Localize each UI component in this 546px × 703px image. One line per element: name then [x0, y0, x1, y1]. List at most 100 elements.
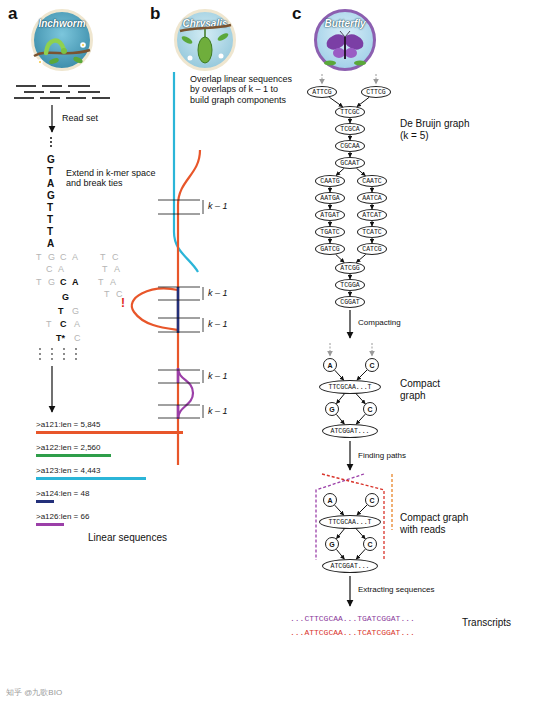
graph-arrow — [356, 394, 365, 404]
graph-arrow — [330, 221, 331, 226]
step-arrow — [349, 441, 350, 470]
kmer-node: GCAAT — [335, 157, 365, 169]
node-text: CAATG — [320, 178, 340, 185]
read — [66, 97, 86, 99]
graph-arrow — [356, 254, 365, 262]
panel-letter: c — [292, 4, 301, 24]
base-letter: A — [74, 319, 80, 329]
ellipsis-dot — [75, 348, 77, 350]
base-letter: T — [47, 166, 53, 178]
compact-node: A — [323, 358, 337, 372]
caption-label: Transcripts — [462, 617, 511, 629]
ellipsis-dot — [63, 353, 65, 355]
base-letter: G — [48, 252, 55, 262]
graph-arrow — [357, 370, 367, 380]
sequence-line — [178, 150, 200, 465]
node-text: ATCGGAT... — [330, 563, 369, 570]
node-text: TTCGCAA...T — [329, 384, 372, 391]
step-arrow — [51, 105, 52, 132]
graph-arrow — [336, 255, 344, 263]
read — [50, 91, 70, 93]
sequence-bar — [36, 477, 146, 480]
graph-arrow — [336, 414, 344, 424]
kmer-node: CATCG — [357, 243, 387, 255]
read — [24, 91, 44, 93]
compact-node: C — [363, 402, 377, 416]
node-text: CGGAT — [340, 299, 360, 306]
step-label: De Bruijn graph (k = 5) — [400, 118, 472, 141]
read — [78, 91, 100, 93]
panel-letter: b — [150, 4, 160, 24]
sequence-id: >a124:len = 48 — [36, 489, 89, 498]
kmer-node: TTCGC — [335, 106, 365, 118]
compact-node: TTCGCAA...T — [319, 380, 381, 394]
read-path — [391, 474, 392, 530]
kmer-node: CGCAA — [335, 140, 365, 152]
graph-arrow — [336, 549, 344, 559]
ellipsis-dot — [51, 348, 53, 350]
base-letter: T — [47, 214, 53, 226]
base-letter: A — [58, 264, 64, 274]
node-text: TTCGCAA...T — [329, 519, 372, 526]
kmer-node: TCGGA — [335, 279, 365, 291]
kmer-node: ATCGG — [335, 262, 365, 274]
base-letter: C — [60, 319, 67, 329]
sequence-id: >a123:len = 4,443 — [36, 466, 101, 475]
kmer-node: TCGCA — [335, 123, 365, 135]
logo-title: Butterfly — [317, 18, 373, 29]
graph-arrow — [350, 135, 351, 140]
sequence-line — [177, 287, 180, 333]
overlap-label: k – 1 — [208, 319, 228, 329]
logo-badge: Chrysalis — [174, 9, 236, 71]
logo-title: Chrysalis — [177, 18, 233, 29]
graph-arrow — [372, 221, 373, 226]
step-label: Finding paths — [358, 451, 406, 460]
graph-arrow — [336, 168, 344, 175]
graph-arrow — [357, 97, 369, 106]
sequence-id: >a121:len = 5,845 — [36, 420, 101, 429]
graph-arrow — [350, 274, 351, 279]
incoming-arrow — [376, 74, 377, 84]
step-label: Compact graph with reads — [400, 512, 476, 535]
base-letter: T — [58, 306, 64, 316]
kmer-node: CAATC — [357, 175, 387, 187]
base-letter: G — [47, 190, 55, 202]
sequence-loop — [132, 289, 178, 330]
node-text: GCAAT — [340, 160, 360, 167]
kmer-node: TCATC — [357, 226, 387, 238]
node-text: TCGCA — [340, 126, 360, 133]
base-letter: T — [47, 226, 53, 238]
compact-node: ATCGGAT... — [322, 559, 378, 573]
ellipsis-dot — [63, 358, 65, 360]
read — [40, 97, 60, 99]
logo-badge: Inchworm — [31, 9, 93, 71]
compact-node: A — [323, 493, 337, 507]
graph-arrow — [357, 505, 367, 515]
compact-node: ATCGGAT... — [322, 424, 378, 438]
sequence-id: >a126:len = 66 — [36, 512, 89, 521]
overlap-label: k – 1 — [208, 406, 228, 416]
node-text: ATGAT — [320, 212, 340, 219]
overlap-label: k – 1 — [208, 288, 228, 298]
graph-arrow — [350, 118, 351, 123]
base-letter: G — [72, 306, 79, 316]
graph-arrow — [336, 529, 344, 539]
graph-arrow — [350, 152, 351, 157]
graph-arrow — [357, 168, 366, 175]
base-letter: G — [62, 292, 69, 302]
overlap-bracket — [158, 318, 203, 332]
tree-continuation — [39, 348, 77, 360]
incoming-arrow — [372, 343, 373, 356]
graph-arrow — [356, 414, 365, 424]
read — [42, 85, 62, 87]
overlap-bracket — [158, 405, 203, 418]
node-text: AATCA — [362, 195, 382, 202]
graph-arrow — [372, 238, 373, 243]
sequence-bump — [178, 368, 193, 419]
sequence-line — [177, 368, 180, 419]
kmer-node: TGATC — [315, 226, 345, 238]
ellipsis-dot — [51, 358, 53, 360]
node-text: ATTCG — [312, 89, 332, 96]
graph-arrow — [356, 529, 365, 539]
